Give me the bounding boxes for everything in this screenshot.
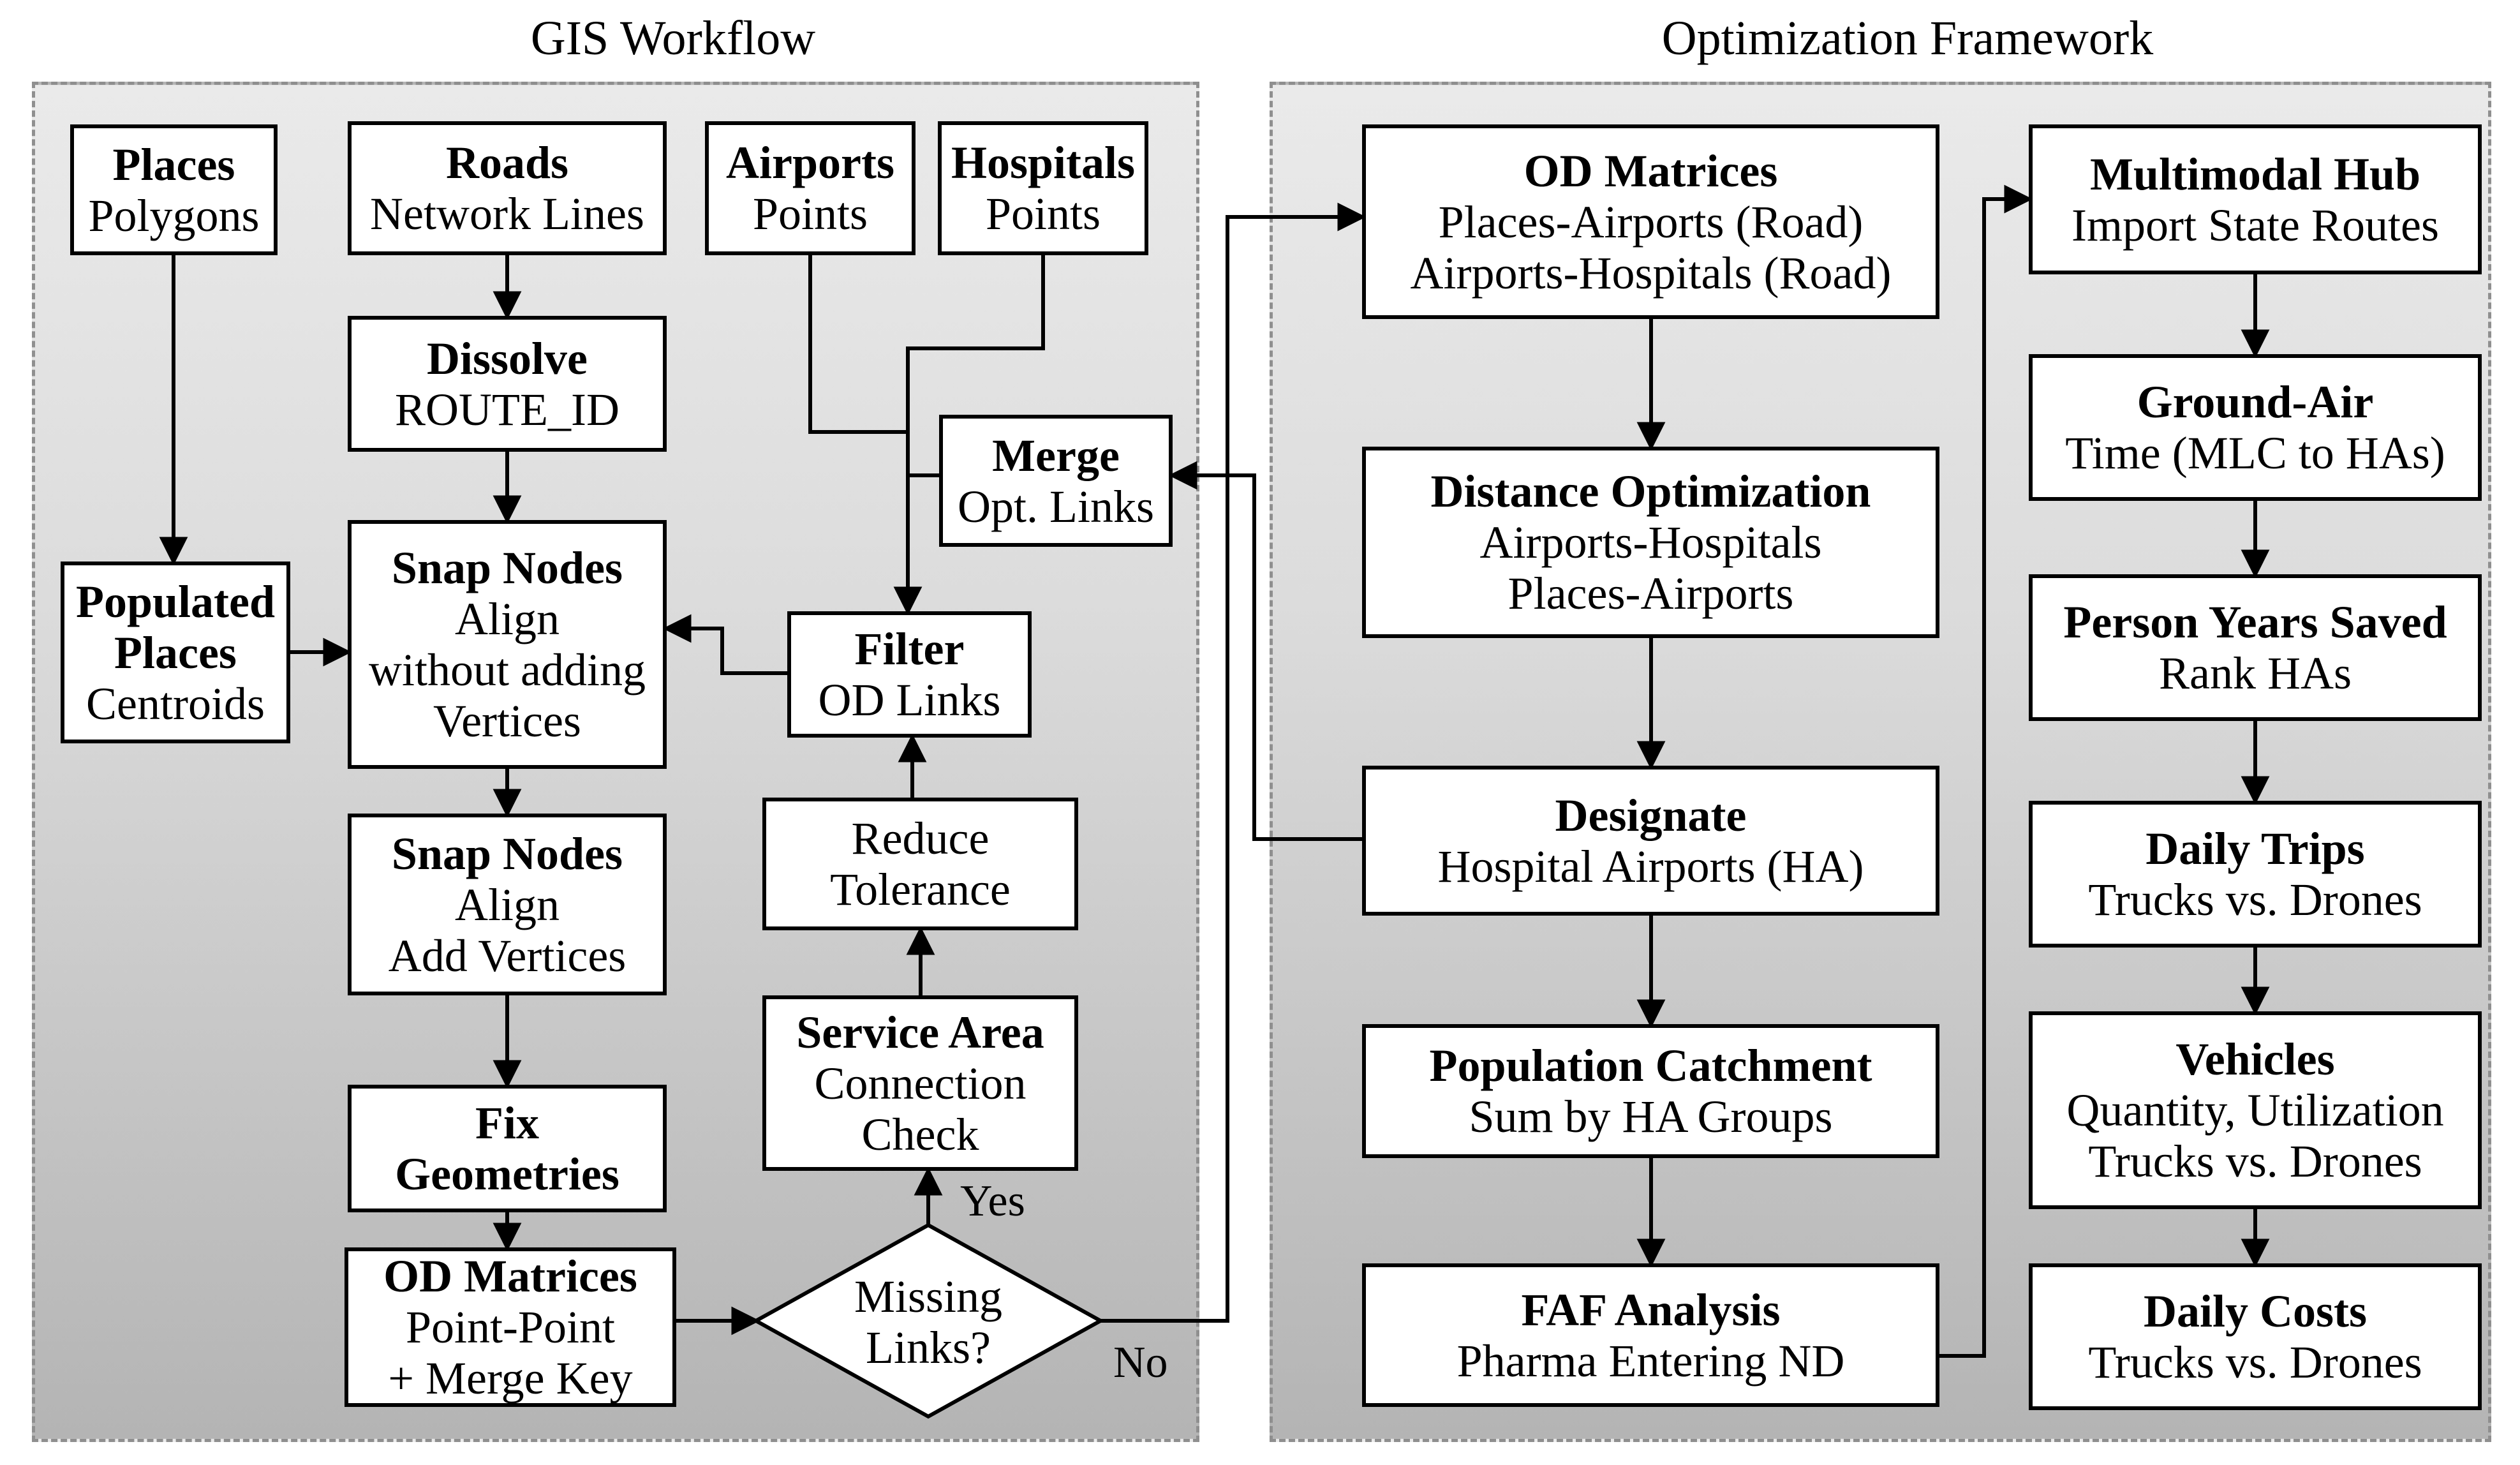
node-dissolve-title: Dissolve [427, 332, 588, 384]
edge-filter-snap1 [662, 614, 787, 675]
node-population-catchment-line: Sum by HA Groups [1469, 1091, 1833, 1142]
node-designate: Designate Hospital Airports (HA) [1362, 766, 1939, 916]
node-multimodal-hub: Multimodal Hub Import State Routes [2029, 124, 2482, 274]
node-distance-optimization-line2: Places-Airports [1508, 568, 1794, 619]
node-populated-places-line: Centroids [86, 678, 265, 729]
node-daily-costs-title: Daily Costs [2143, 1286, 2367, 1337]
node-fix-geometries-title-2: Geometries [395, 1149, 619, 1200]
node-snap-nodes-2: Snap Nodes Align Add Vertices [348, 814, 667, 995]
node-snap-nodes-1-line1: Align [454, 593, 560, 644]
node-populated-places-title-2: Places [114, 627, 237, 678]
node-reduce-tolerance-line1: Reduce [851, 813, 989, 864]
node-distance-optimization-title: Distance Optimization [1430, 466, 1871, 517]
node-airports-title: Airports [726, 137, 894, 188]
node-populated-places: Populated Places Centroids [61, 561, 290, 743]
edge-hospitals-filter [893, 255, 1045, 616]
node-designate-title: Designate [1555, 789, 1747, 841]
node-merge-line: Opt. Links [957, 480, 1154, 532]
node-daily-costs: Daily Costs Trucks vs. Drones [2029, 1263, 2482, 1410]
node-reduce-tolerance-line2: Tolerance [830, 864, 1011, 915]
node-population-catchment-title: Population Catchment [1429, 1040, 1872, 1091]
node-merge: Merge Opt. Links [939, 415, 1173, 547]
edge-airports-junction [808, 255, 908, 434]
edge-diamond-no-odmatrices [1101, 202, 1367, 1323]
label-no: No [1113, 1338, 1168, 1387]
node-roads-line: Network Lines [370, 188, 644, 239]
node-airports: Airports Points [705, 121, 915, 255]
node-faf-analysis-title: FAF Analysis [1521, 1284, 1781, 1335]
label-yes: Yes [960, 1177, 1025, 1226]
node-snap-nodes-2-line1: Align [454, 879, 560, 930]
node-designate-line: Hospital Airports (HA) [1437, 840, 1864, 892]
node-fix-geometries: Fix Geometries [348, 1085, 667, 1212]
node-vehicles-line1: Quantity, Utilization [2066, 1085, 2444, 1136]
node-multimodal-hub-title: Multimodal Hub [2089, 148, 2421, 200]
node-od-matrices-opt-title: OD Matrices [1523, 145, 1778, 197]
node-od-matrices-gis-line1: Point-Point [405, 1302, 616, 1353]
node-reduce-tolerance: Reduce Tolerance [762, 798, 1078, 930]
node-snap-nodes-1: Snap Nodes Align without adding Vertices [348, 520, 667, 769]
node-dissolve-line: ROUTE_ID [395, 383, 619, 435]
node-service-area: Service Area Connection Check [762, 995, 1078, 1171]
node-faf-analysis: FAF Analysis Pharma Entering ND [1362, 1263, 1939, 1407]
node-vehicles: Vehicles Quantity, Utilization Trucks vs… [2029, 1011, 2482, 1209]
node-distance-optimization-line1: Airports-Hospitals [1479, 517, 1822, 568]
edge-faf-multimodalhub [1939, 184, 2033, 1358]
node-person-years-saved-line: Rank HAs [2159, 648, 2352, 699]
node-fix-geometries-title-1: Fix [475, 1097, 539, 1149]
node-od-matrices-gis-title: OD Matrices [383, 1251, 637, 1302]
node-ground-air-title: Ground-Air [2137, 376, 2374, 428]
node-multimodal-hub-line: Import State Routes [2072, 199, 2439, 251]
decision-missing-links-text: Missing Links? [801, 1271, 1056, 1373]
node-hospitals: Hospitals Points [938, 121, 1148, 255]
node-daily-trips-line: Trucks vs. Drones [2088, 874, 2422, 925]
node-hospitals-line: Points [985, 188, 1101, 239]
node-daily-costs-line: Trucks vs. Drones [2088, 1337, 2422, 1388]
node-filter: Filter OD Links [787, 611, 1032, 738]
decision-line1: Missing [854, 1271, 1003, 1322]
node-person-years-saved-title: Person Years Saved [2063, 597, 2447, 648]
node-merge-title: Merge [992, 429, 1120, 481]
node-hospitals-title: Hospitals [951, 137, 1136, 188]
node-ground-air: Ground-Air Time (MLC to HAs) [2029, 354, 2482, 501]
node-roads: Roads Network Lines [348, 121, 667, 255]
node-snap-nodes-1-line3: Vertices [433, 695, 581, 747]
node-filter-title: Filter [854, 623, 965, 674]
node-places: Places Polygons [70, 124, 278, 255]
edge-designate-merge [1168, 461, 1362, 841]
node-vehicles-line2: Trucks vs. Drones [2088, 1136, 2422, 1187]
node-od-matrices-gis-line2: + Merge Key [388, 1353, 633, 1404]
node-places-title: Places [112, 138, 235, 190]
decision-line2: Links? [866, 1322, 991, 1373]
node-daily-trips-title: Daily Trips [2146, 823, 2365, 874]
node-populated-places-title-1: Populated [75, 576, 276, 627]
node-dissolve: Dissolve ROUTE_ID [348, 316, 667, 452]
node-faf-analysis-line: Pharma Entering ND [1456, 1335, 1845, 1387]
node-od-matrices-opt-line1: Places-Airports (Road) [1438, 196, 1864, 248]
node-service-area-line2: Check [861, 1108, 979, 1160]
node-service-area-line1: Connection [814, 1057, 1027, 1109]
node-ground-air-line: Time (MLC to HAs) [2065, 428, 2445, 479]
node-snap-nodes-1-line2: without adding [369, 644, 646, 695]
node-snap-nodes-2-line2: Add Vertices [388, 930, 626, 981]
node-od-matrices-opt: OD Matrices Places-Airports (Road) Airpo… [1362, 124, 1939, 319]
node-snap-nodes-1-title: Snap Nodes [391, 542, 623, 593]
node-airports-line: Points [752, 188, 868, 239]
node-od-matrices-gis: OD Matrices Point-Point + Merge Key [345, 1247, 676, 1407]
node-person-years-saved: Person Years Saved Rank HAs [2029, 574, 2482, 721]
node-distance-optimization: Distance Optimization Airports-Hospitals… [1362, 447, 1939, 638]
node-daily-trips: Daily Trips Trucks vs. Drones [2029, 801, 2482, 948]
node-roads-title: Roads [445, 137, 569, 188]
node-od-matrices-opt-line2: Airports-Hospitals (Road) [1410, 247, 1892, 299]
optimization-panel-title: Optimization Framework [1661, 11, 2154, 65]
node-service-area-title: Service Area [796, 1006, 1044, 1058]
node-population-catchment: Population Catchment Sum by HA Groups [1362, 1024, 1939, 1158]
node-places-line: Polygons [88, 190, 260, 241]
gis-panel-title: GIS Workflow [530, 11, 816, 65]
node-snap-nodes-2-title: Snap Nodes [391, 828, 623, 879]
decision-missing-links-shape [752, 1223, 1105, 1419]
node-filter-line: OD Links [818, 674, 1001, 725]
node-vehicles-title: Vehicles [2175, 1034, 2335, 1085]
